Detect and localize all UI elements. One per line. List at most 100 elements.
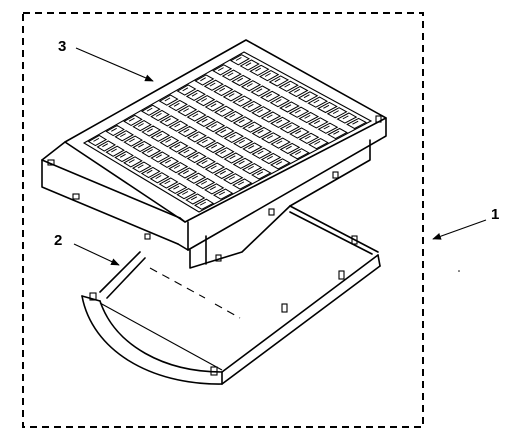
filter-cell [214, 147, 235, 159]
callout-arrow-1 [432, 219, 487, 240]
filter-cell [159, 156, 180, 168]
filter-cell [150, 151, 171, 163]
filter-slot [276, 161, 283, 166]
filter-slot [264, 73, 271, 77]
filter-slot [237, 77, 244, 82]
filter-slot [303, 94, 310, 99]
filter-cell [223, 131, 244, 143]
filter-slot [183, 149, 190, 154]
filter-cell [168, 141, 189, 153]
filter-slot [210, 165, 217, 170]
filter-slot [255, 67, 262, 72]
filter-cell [186, 110, 207, 122]
filter-slot [257, 109, 264, 113]
filter-slot [284, 83, 291, 88]
callout-arrow-2 [73, 243, 120, 266]
filter-slot [295, 151, 302, 155]
filter-slot [183, 128, 190, 133]
filter-slot [192, 134, 199, 138]
filter-slot [155, 175, 162, 179]
filter-cell [141, 125, 162, 137]
filter-cell [213, 84, 234, 97]
filter-cell [123, 135, 144, 147]
filter-slot [220, 129, 227, 134]
filter-cell [288, 106, 310, 118]
filter-cell [289, 127, 310, 139]
filter-cell [251, 106, 272, 118]
filter-cell [158, 177, 179, 189]
filter-slot [313, 120, 321, 125]
filter-slot [352, 120, 359, 125]
filter-cell [150, 109, 170, 122]
filter-cell [213, 167, 235, 180]
filter-cell [346, 117, 368, 130]
filter-slot [276, 140, 283, 145]
filter-slot [285, 104, 292, 109]
filter-cell [203, 79, 224, 91]
filter-cell [279, 122, 301, 134]
filter-cell [123, 114, 143, 126]
filter-cell [240, 80, 262, 92]
filter-cell [123, 156, 143, 168]
filter-frame [81, 205, 381, 385]
filter-slot [137, 164, 144, 169]
filter-cell [260, 152, 282, 165]
filter-slot [294, 109, 301, 114]
filter-slot [266, 135, 274, 139]
filter-cell [140, 166, 161, 179]
filter-cell [185, 89, 206, 101]
filter-slot [228, 176, 236, 180]
filter-slot [93, 138, 100, 142]
filter-cell [250, 85, 271, 97]
filter-cell [168, 162, 189, 174]
filter-cell [270, 116, 291, 128]
filter-cell [232, 137, 254, 149]
filter-cell [232, 116, 254, 128]
filter-slot [238, 140, 245, 144]
filter-slot [293, 88, 301, 93]
filter-cell [270, 158, 291, 170]
filter-slot [200, 181, 208, 185]
filter-cell [221, 69, 242, 81]
filter-cell [239, 59, 260, 71]
filter-slot [201, 139, 208, 144]
filter-slot [155, 154, 162, 159]
filter-slot [266, 155, 273, 160]
callout-label-1: 1 [491, 206, 499, 223]
filter-cell [242, 142, 263, 154]
callout-3: 3 [58, 38, 154, 82]
filter-slot [192, 113, 199, 118]
filter-slot [173, 165, 181, 169]
filter-slot [323, 125, 330, 130]
filter-slot [174, 144, 181, 149]
filter-slot [120, 133, 126, 137]
filter-slot [219, 170, 226, 175]
filter-slot [245, 62, 252, 67]
filter-cell [222, 173, 244, 185]
filter-cell [232, 95, 253, 107]
filter-slot [304, 115, 311, 119]
filter-cell [177, 125, 198, 138]
filter-cell [186, 172, 207, 184]
filter-slot [248, 124, 255, 129]
filter-slot [138, 143, 144, 148]
filter-slot [173, 102, 180, 107]
filter-cell [251, 126, 272, 139]
filter-cell [105, 124, 125, 137]
assembly-boundary [22, 12, 424, 428]
filter-slot [266, 114, 273, 119]
filter-slot [137, 123, 144, 127]
filter-cell [279, 142, 301, 155]
filter-slot [276, 119, 283, 124]
filter-cell [158, 94, 179, 106]
filter-slot [192, 154, 199, 159]
filter-cell [159, 115, 180, 127]
filter-slot [210, 103, 217, 108]
filter-slot [332, 110, 339, 114]
filter-cell [177, 146, 198, 158]
filter-cell [258, 70, 280, 82]
callout-label-2: 2 [54, 232, 62, 249]
filter-grid [87, 54, 368, 210]
filter-slot [323, 104, 330, 109]
filter-cell [251, 147, 272, 159]
